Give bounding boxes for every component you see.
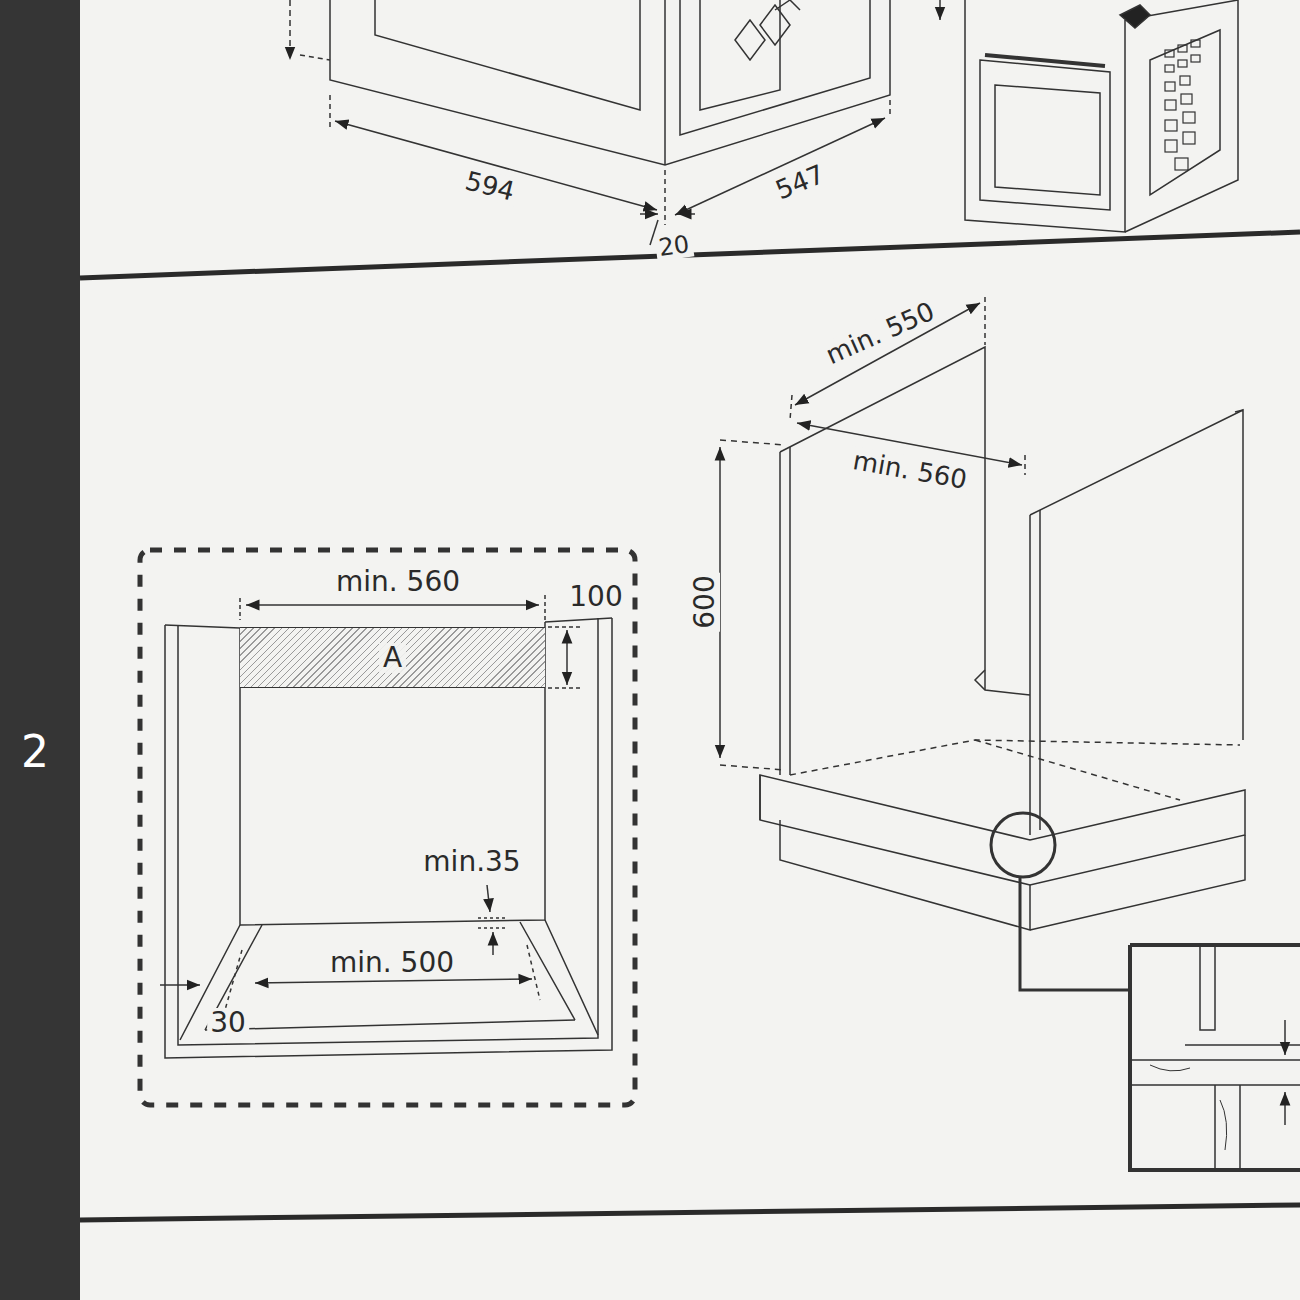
oven-drawing <box>965 0 1238 232</box>
dimension-label: min. 500 <box>327 948 457 978</box>
dimension-label: 20 <box>654 231 694 262</box>
line-art <box>1030 510 1040 835</box>
line-art <box>640 213 658 215</box>
line-art <box>1150 30 1220 195</box>
line-art <box>1125 0 1238 232</box>
line-art <box>1150 1065 1227 1150</box>
line-art <box>1165 50 1174 57</box>
line-art <box>675 118 885 215</box>
line-art <box>329 95 331 130</box>
line-art <box>225 950 242 1010</box>
line-art <box>1191 55 1200 62</box>
line-art <box>939 0 941 20</box>
line-art <box>300 55 330 60</box>
line-art <box>205 922 575 1030</box>
line-art <box>1165 140 1177 152</box>
dimension-label: min. 550 <box>819 296 941 371</box>
line-art <box>759 775 761 820</box>
line-art <box>1165 65 1174 72</box>
line-art <box>1175 158 1188 170</box>
line-art <box>1183 132 1195 144</box>
line-art <box>1130 945 1300 1170</box>
line-art <box>0 0 80 1300</box>
line-art <box>1020 877 1130 990</box>
line-art <box>548 627 580 688</box>
line-art <box>160 984 200 986</box>
line-art <box>180 920 598 1040</box>
line-art <box>255 979 532 983</box>
dimension-label: 594 <box>460 166 521 207</box>
line-art <box>991 813 1055 877</box>
line-art <box>1165 40 1200 170</box>
dimension-label: min.35 <box>420 847 523 877</box>
line-art <box>664 170 666 225</box>
dimension-label: 600 <box>690 572 720 631</box>
line-art <box>289 0 291 60</box>
line-art <box>1120 5 1150 28</box>
line-art <box>760 775 1245 885</box>
dimension-label: 100 <box>566 582 625 612</box>
step-number: 2 <box>18 729 52 775</box>
line-art <box>790 740 1240 775</box>
line-art <box>700 0 780 110</box>
dimension-label: min. 560 <box>333 567 463 597</box>
line-art <box>965 0 1125 232</box>
cabinet-drawing <box>290 0 940 245</box>
line-art <box>975 740 1180 800</box>
opening-front-view <box>140 550 635 1105</box>
line-art <box>178 618 598 1045</box>
line-art <box>678 213 695 215</box>
line-art <box>527 945 540 1000</box>
line-art <box>1030 410 1243 740</box>
line-art <box>1181 94 1192 104</box>
line-art <box>1235 410 1243 412</box>
line-art <box>985 55 1105 66</box>
dimension-label: 30 <box>207 1008 249 1038</box>
line-art <box>240 622 545 925</box>
line-art <box>664 0 666 165</box>
line-art <box>1180 76 1190 85</box>
line-art <box>375 0 640 110</box>
line-art <box>1130 945 1300 1170</box>
line-art <box>492 932 494 955</box>
line-art <box>478 918 505 928</box>
line-art <box>995 85 1100 195</box>
hatched-zone: A <box>240 627 545 688</box>
line-art <box>140 550 635 1105</box>
line-art <box>335 121 657 210</box>
zone-label: A <box>379 643 406 673</box>
line-art <box>780 447 790 775</box>
line-art <box>1165 100 1176 110</box>
line-art <box>246 604 539 606</box>
line-art <box>165 618 612 1058</box>
line-art <box>80 1205 1300 1220</box>
line-art <box>330 0 890 165</box>
line-art <box>735 0 800 60</box>
line-art <box>889 100 891 118</box>
line-art <box>487 885 490 912</box>
line-art <box>720 440 785 770</box>
line-art <box>1165 82 1175 91</box>
line-art <box>780 347 985 690</box>
line-art <box>240 595 545 620</box>
line-art <box>1183 112 1195 123</box>
line-art <box>1165 120 1177 131</box>
dimension-label: 547 <box>769 159 831 206</box>
line-art <box>1284 1020 1286 1055</box>
dimension-label: min. 560 <box>848 446 972 495</box>
line-art <box>1191 40 1200 47</box>
line-art <box>1284 1092 1286 1125</box>
line-art <box>975 670 1030 695</box>
line-art <box>680 0 870 135</box>
line-art <box>205 1020 575 1030</box>
line-art <box>1178 60 1187 67</box>
line-art <box>980 60 1110 210</box>
niche-3d-view <box>720 297 1300 1170</box>
line-art <box>1178 45 1187 52</box>
line-art <box>566 630 568 685</box>
